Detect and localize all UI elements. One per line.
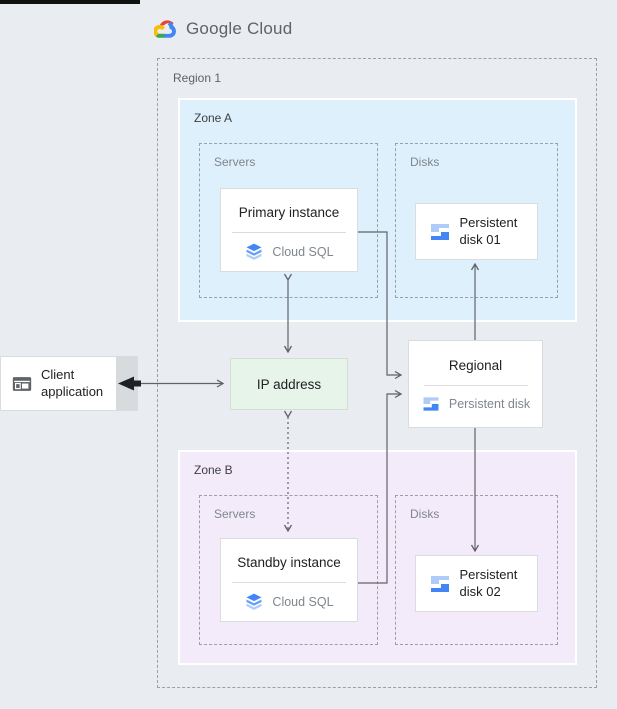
- persistent-disk-icon: [428, 572, 452, 596]
- regional-disk-card: Regional Persistent disk: [408, 340, 543, 428]
- client-application-card: Client application: [0, 356, 138, 411]
- zone-a-servers-label: Servers: [214, 155, 256, 169]
- divider: [423, 385, 528, 386]
- persistent-disk-02-card: Persistent disk 02: [415, 555, 538, 612]
- zone-a-disks-group: Disks: [395, 143, 558, 298]
- region-container: Region 1: [157, 58, 597, 688]
- client-application-label: Client application: [41, 366, 104, 399]
- zone-a-disks-label: Disks: [410, 155, 440, 169]
- top-black-bar: [0, 0, 140, 4]
- primary-instance-title: Primary instance: [238, 205, 340, 220]
- divider: [232, 232, 346, 233]
- brand-title: Google Cloud: [186, 18, 293, 38]
- zone-a-label: Zone A: [194, 111, 233, 125]
- cloud-sql-icon: [244, 242, 264, 262]
- regional-disk-product: Persistent disk: [448, 397, 531, 411]
- cloud-sql-icon: [244, 592, 264, 612]
- zone-b-servers-label: Servers: [214, 507, 256, 521]
- regional-disk-title: Regional: [448, 358, 503, 373]
- standby-instance-product: Cloud SQL: [272, 595, 334, 609]
- ip-address-node: IP address: [230, 358, 348, 410]
- google-cloud-brand: Google Cloud: [154, 16, 292, 41]
- zone-b-label: Zone B: [194, 463, 233, 477]
- persistent-disk-01-card: Persistent disk 01: [415, 203, 538, 260]
- primary-instance-card: Primary instance Cloud SQL: [220, 188, 358, 272]
- application-window-icon: [11, 373, 33, 395]
- persistent-disk-01-label: Persistent disk 01: [459, 214, 518, 247]
- region-label: Region 1: [173, 71, 222, 85]
- persistent-disk-icon: [428, 220, 452, 244]
- standby-instance-title: Standby instance: [237, 555, 341, 570]
- divider: [232, 582, 346, 583]
- client-card-side-strip: [116, 357, 137, 410]
- primary-instance-product: Cloud SQL: [272, 245, 334, 259]
- standby-instance-card: Standby instance Cloud SQL: [220, 538, 358, 622]
- ip-address-label: IP address: [256, 376, 322, 392]
- zone-b-disks-label: Disks: [410, 507, 440, 521]
- google-cloud-logo-icon: [154, 16, 179, 41]
- persistent-disk-02-label: Persistent disk 02: [459, 566, 518, 599]
- persistent-disk-icon: [421, 394, 441, 414]
